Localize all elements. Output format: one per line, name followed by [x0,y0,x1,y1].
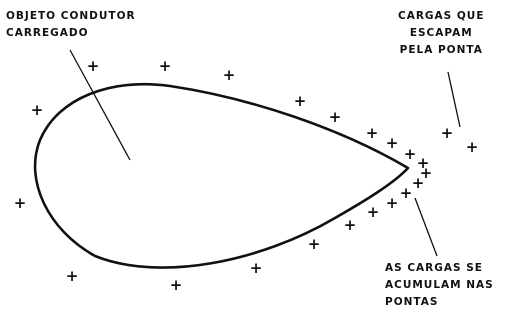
label-line: AS CARGAS SE [385,260,494,277]
charge-plus: + [386,134,399,152]
label-line: PELA PONTA [398,42,485,59]
charge-plus: + [329,108,342,126]
charge-plus: + [344,216,357,234]
charge-plus: + [308,235,321,253]
leader-line-accumulate [415,198,437,256]
charge-plus: + [159,57,172,75]
label-line: CARGAS QUE [398,8,485,25]
charge-plus: + [87,57,100,75]
charge-plus: + [14,194,27,212]
charge-plus: + [441,124,454,142]
charge-plus: + [223,66,236,84]
leader-line-escape [448,72,460,127]
conductor-body [35,84,408,267]
label-line: PONTAS [385,294,494,311]
charge-plus: + [386,194,399,212]
charge-plus: + [294,92,307,110]
charge-plus: + [366,124,379,142]
charge-group: +++++++++++++++++++++++ [14,57,479,294]
leader-line-object [70,50,130,160]
label-line: ACUMULAM NAS [385,277,494,294]
charge-plus: + [404,145,417,163]
label-line: CARREGADO [6,25,136,42]
label-charges-accumulate: AS CARGAS SE ACUMULAM NAS PONTAS [385,260,494,311]
label-line: OBJETO CONDUTOR [6,8,136,25]
charge-plus: + [31,101,44,119]
charge-plus: + [250,259,263,277]
charge-plus: + [466,138,479,156]
charge-plus: + [367,203,380,221]
charge-plus: + [66,267,79,285]
charge-plus: + [400,184,413,202]
charge-plus: + [170,276,183,294]
label-charged-conductor: OBJETO CONDUTOR CARREGADO [6,8,136,42]
label-charges-escape: CARGAS QUE ESCAPAM PELA PONTA [398,8,485,59]
charge-plus: + [412,174,425,192]
label-line: ESCAPAM [398,25,485,42]
